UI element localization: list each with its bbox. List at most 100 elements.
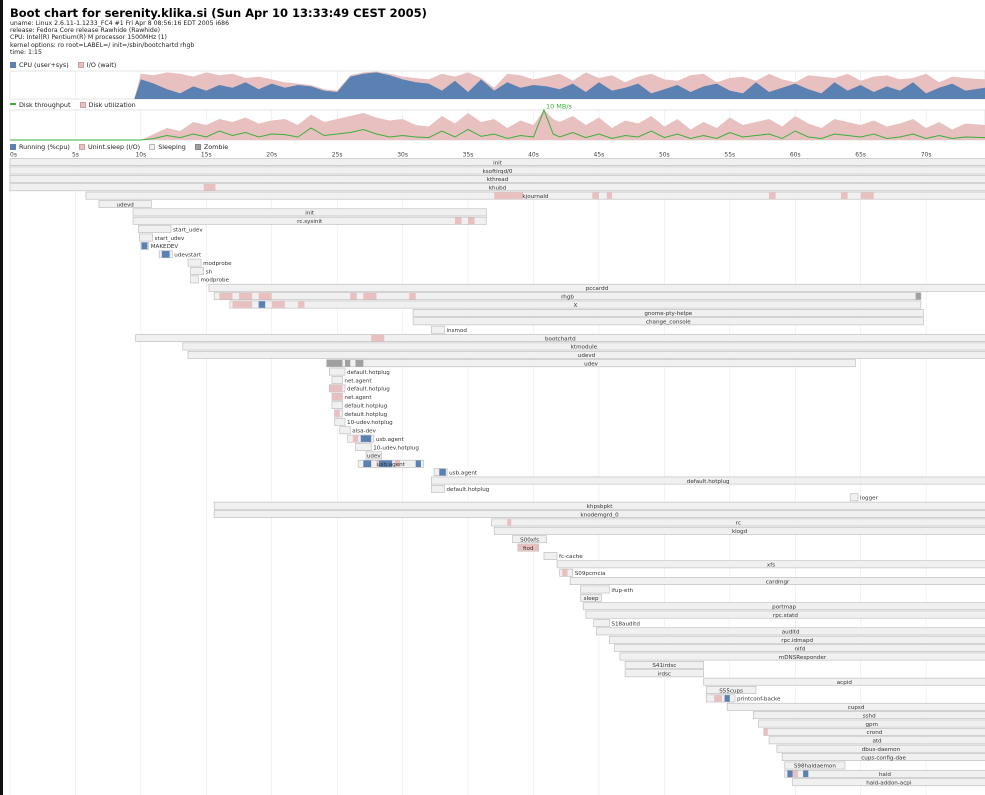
process-io-segment bbox=[258, 292, 272, 300]
process-bar bbox=[229, 300, 922, 309]
time-tick-label: 10s bbox=[135, 152, 146, 159]
process-label: udevd bbox=[578, 353, 596, 359]
time-tick-label: 70s bbox=[921, 152, 932, 159]
process-label: alsa-dev bbox=[352, 429, 376, 435]
process-bar bbox=[614, 644, 985, 653]
process-io-segment bbox=[714, 695, 722, 702]
uname-line: uname: Linux 2.6.11-1.1233_FC4 #1 Fri Ap… bbox=[10, 20, 230, 27]
process-running-segment bbox=[724, 695, 730, 702]
process-bar bbox=[98, 200, 152, 208]
process-bar bbox=[596, 627, 985, 636]
process-io-segment bbox=[592, 192, 599, 199]
process-label: net.agent bbox=[344, 395, 372, 401]
process-running-segment bbox=[258, 301, 266, 308]
process-bar bbox=[431, 325, 445, 334]
process-label: bootchartd bbox=[545, 336, 576, 342]
process-label: modprobe bbox=[200, 278, 229, 284]
time-tick-label: 0s bbox=[10, 152, 17, 159]
process-label: 10-udev.hotplug bbox=[373, 445, 419, 451]
process-bar bbox=[585, 610, 985, 619]
process-label: modprobe bbox=[203, 261, 232, 267]
process-io-segment bbox=[334, 410, 340, 417]
process-label: portmap bbox=[772, 605, 796, 611]
process-bar bbox=[792, 778, 985, 787]
disk-legend: Disk throughput Disk utilization bbox=[10, 101, 143, 109]
process-bar bbox=[9, 174, 985, 183]
process-bar bbox=[9, 166, 985, 175]
process-label: net.agent bbox=[344, 378, 372, 384]
process-label: default.hotplug bbox=[344, 403, 387, 409]
process-label: auditd bbox=[782, 630, 800, 636]
process-bar bbox=[213, 510, 985, 518]
process-io-segment bbox=[769, 192, 776, 199]
process-io-segment bbox=[763, 728, 768, 736]
process-bar bbox=[213, 501, 985, 510]
process-label: rpc.idmapd bbox=[781, 638, 813, 644]
process-label: usb.agent bbox=[376, 437, 405, 443]
process-io-segment bbox=[371, 334, 385, 342]
process-label: rc bbox=[736, 521, 741, 527]
process-io-segment bbox=[376, 460, 380, 468]
process-label: init bbox=[493, 160, 503, 166]
process-label: cardmgr bbox=[766, 579, 790, 585]
time-tick-label: 30s bbox=[397, 152, 408, 159]
process-bar bbox=[132, 208, 487, 217]
disk-throughput-line bbox=[10, 108, 985, 141]
process-io-segment bbox=[792, 770, 798, 778]
process-bar bbox=[334, 417, 346, 426]
process-bar bbox=[355, 443, 372, 451]
process-label: acpid bbox=[837, 680, 853, 686]
process-bar bbox=[593, 619, 610, 627]
process-label: usb.agent bbox=[377, 462, 406, 468]
process-label: default.hotplug bbox=[344, 412, 387, 418]
process-bar bbox=[331, 376, 343, 384]
process-label: insmod bbox=[446, 328, 467, 334]
process-running-segment bbox=[360, 435, 372, 442]
legend-uninterruptible-sleep: Unint.sleep (I/O) bbox=[78, 143, 140, 151]
process-bar bbox=[543, 552, 558, 560]
process-io-segment bbox=[331, 393, 343, 401]
page-title: Boot chart for serenity.klika.si (Sun Ap… bbox=[10, 6, 427, 20]
process-bar bbox=[187, 350, 985, 359]
process-io-segment bbox=[352, 435, 359, 442]
process-bar bbox=[412, 317, 924, 326]
process-io-segment bbox=[841, 192, 848, 199]
time-tick-label: 25s bbox=[332, 152, 343, 159]
process-bar bbox=[580, 585, 610, 594]
process-io-segment bbox=[513, 192, 524, 199]
process-label: gpm bbox=[866, 722, 879, 728]
process-bar bbox=[139, 233, 153, 242]
legend-disk-throughput: Disk throughput bbox=[10, 101, 70, 109]
cpu-line: CPU: Intel(R) Pentium(R) M processor 150… bbox=[10, 34, 167, 42]
process-label: udevd bbox=[116, 202, 134, 208]
process-label: dbus-daemon bbox=[862, 747, 901, 753]
process-zombie-segment bbox=[326, 359, 343, 367]
process-zombie-segment bbox=[915, 292, 921, 300]
process-running-segment bbox=[803, 770, 809, 778]
process-label: rpc.statd bbox=[773, 613, 798, 619]
process-bar bbox=[208, 283, 985, 292]
process-io-segment bbox=[232, 301, 253, 308]
process-label: start_udev bbox=[155, 236, 185, 242]
process-label: knodemgrd_0 bbox=[580, 512, 619, 518]
time-tick-label: 60s bbox=[790, 152, 801, 159]
process-running-segment bbox=[787, 770, 793, 778]
process-label: rc.sysinit bbox=[297, 219, 323, 225]
process-bar bbox=[85, 191, 985, 200]
process-bar bbox=[726, 702, 985, 711]
process-label: default.hotplug bbox=[347, 370, 390, 376]
process-bar bbox=[582, 602, 985, 611]
process-label: nifd bbox=[795, 646, 806, 652]
process-label: kthread bbox=[487, 177, 509, 183]
process-bar bbox=[705, 686, 757, 694]
time-tick-label: 40s bbox=[528, 152, 539, 159]
process-label: S98haldaemon bbox=[794, 764, 836, 770]
process-io-segment bbox=[271, 301, 285, 308]
process-io-segment bbox=[860, 192, 874, 199]
process-bar bbox=[624, 669, 704, 678]
disk-peak-label: 10 MB/s bbox=[546, 103, 573, 111]
process-running-segment bbox=[379, 460, 393, 468]
process-label: S18auditd bbox=[611, 621, 640, 627]
process-bar bbox=[9, 183, 985, 192]
